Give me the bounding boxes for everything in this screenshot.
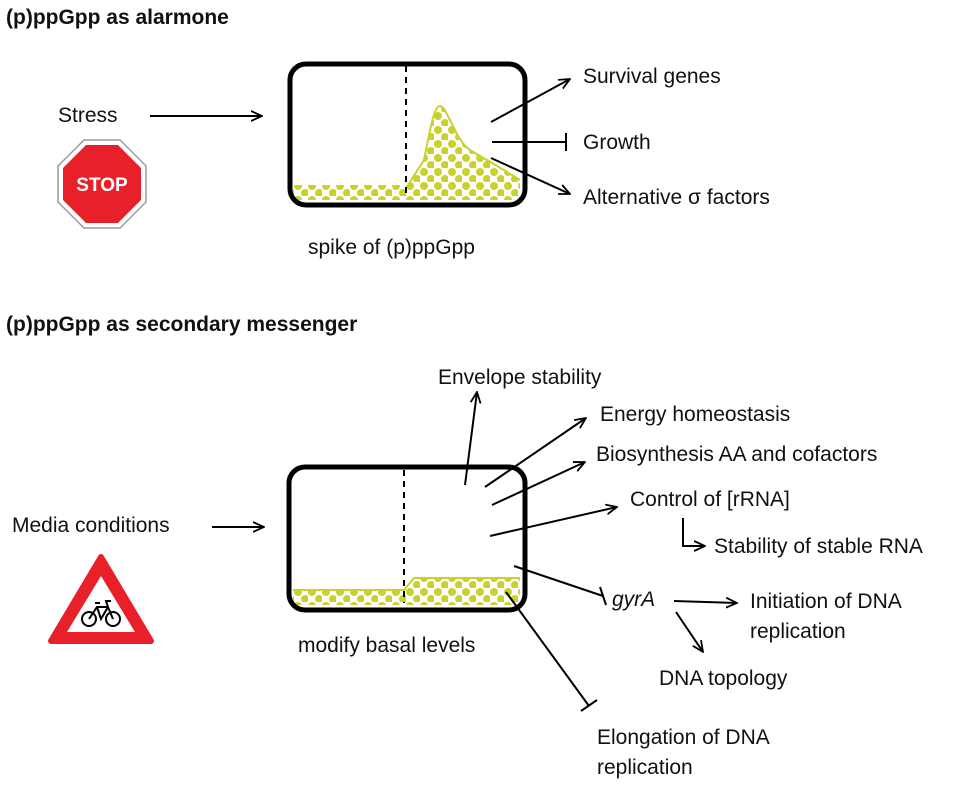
- output-envelope-stability: Envelope stability: [438, 366, 602, 389]
- inhibit-elongation-bar: [580, 699, 598, 712]
- arrow-alternative-sigma: [490, 157, 570, 195]
- stress-label: Stress: [58, 104, 118, 127]
- output-alternative-sigma: Alternative σ factors: [583, 186, 770, 209]
- section2-title: (p)ppGpp as secondary messenger: [6, 313, 357, 336]
- inhibit-gyra: [513, 565, 604, 597]
- arrow-survival: [490, 79, 570, 123]
- cell-alarmone: [287, 61, 528, 208]
- arrow-energy: [484, 418, 586, 488]
- output-biosynthesis: Biosynthesis AA and cofactors: [596, 443, 877, 466]
- output-survival-genes: Survival genes: [583, 65, 721, 88]
- media-conditions-label: Media conditions: [12, 514, 170, 537]
- cell-messenger: [286, 464, 528, 613]
- stop-sign-icon: STOP: [57, 139, 147, 229]
- output-elongation-line2: replication: [597, 756, 693, 779]
- basal-level-outline: [293, 577, 520, 591]
- arrow-rrna: [489, 507, 617, 537]
- ppgpp-spike-outline: [407, 104, 521, 186]
- bicycle-warning-sign-icon: [48, 554, 154, 644]
- arrow-envelope: [464, 392, 477, 486]
- arrow-biosynthesis: [491, 462, 585, 506]
- output-energy-homeostasis: Energy homeostasis: [600, 403, 790, 426]
- inhibit-gyra-bar: [599, 586, 607, 606]
- cell-border-2: [286, 464, 528, 613]
- output-initiation-line1: Initiation of DNA: [750, 590, 902, 613]
- cell2-caption: modify basal levels: [298, 634, 475, 657]
- arrow-stable-rna: [682, 518, 705, 546]
- output-dna-topology: DNA topology: [659, 667, 788, 690]
- output-growth: Growth: [583, 131, 651, 154]
- output-gyra: gyrA: [612, 588, 655, 611]
- ppgpp-spike-fill: [293, 106, 520, 200]
- output-initiation-line2: replication: [750, 620, 846, 643]
- basal-level-fill: [293, 578, 520, 605]
- section1-title: (p)ppGpp as alarmone: [6, 6, 229, 29]
- stop-sign-text: STOP: [76, 175, 128, 196]
- arrow-initiation: [673, 601, 737, 603]
- inhibit-elongation: [505, 591, 590, 707]
- output-stable-rna: Stability of stable RNA: [714, 535, 923, 558]
- output-elongation-line1: Elongation of DNA: [597, 726, 770, 749]
- output-control-rrna: Control of [rRNA]: [630, 488, 790, 511]
- cell-border: [287, 61, 528, 208]
- arrow-topology: [675, 611, 703, 652]
- cell1-caption: spike of (p)ppGpp: [308, 236, 475, 259]
